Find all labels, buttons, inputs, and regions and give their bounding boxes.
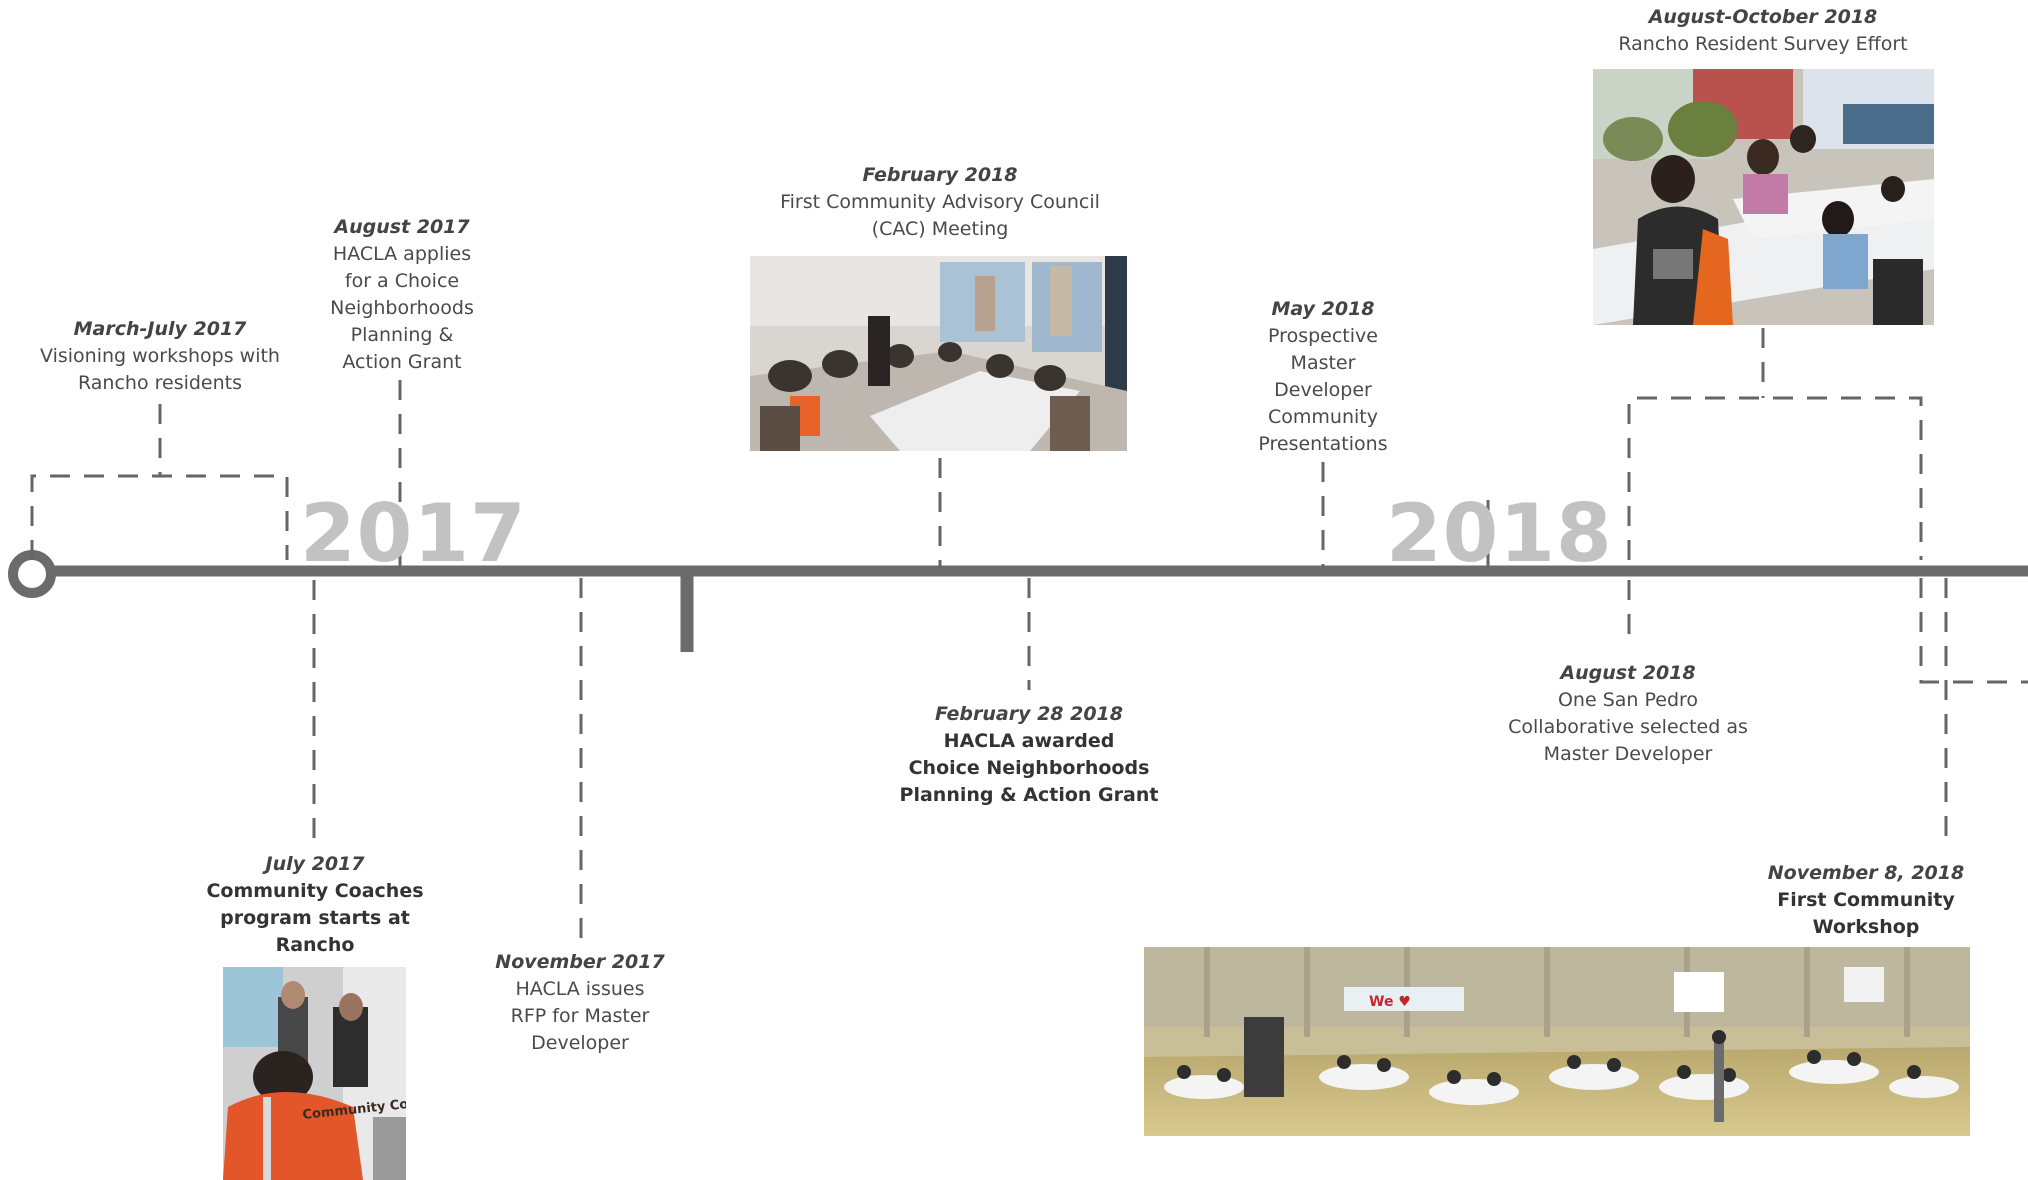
workshop-banner-text: We ♥ xyxy=(1369,994,1411,1010)
event-text-line: Master Developer xyxy=(1543,743,1713,765)
event-date: August 2017 xyxy=(334,216,470,238)
event-nov8-2018: November 8, 2018 First Community Worksho… xyxy=(1746,860,1986,941)
event-text-line: Planning & Action Grant xyxy=(899,784,1159,806)
event-text-line: One San Pedro xyxy=(1557,689,1699,711)
timeline-start-marker xyxy=(8,550,56,598)
event-text-line: RFP for Master xyxy=(510,1005,650,1027)
event-date: May 2018 xyxy=(1271,298,1375,320)
event-text-line: Choice Neighborhoods xyxy=(908,757,1150,779)
event-aug-oct-2018: August-October 2018 Rancho Resident Surv… xyxy=(1583,4,1943,58)
photo-resident-survey xyxy=(1593,69,1934,325)
event-text-line: program starts at xyxy=(220,907,410,929)
event-text-line: Action Grant xyxy=(342,351,462,373)
event-text-line: Presentations xyxy=(1258,433,1388,455)
event-text-line: for a Choice xyxy=(344,270,460,292)
event-may-2018: May 2018 Prospective Master Developer Co… xyxy=(1233,296,1413,458)
connector-right-edge xyxy=(1919,578,2028,684)
event-date: March-July 2017 xyxy=(73,318,247,340)
event-text-line: Community xyxy=(1268,406,1378,428)
photo-cac-meeting xyxy=(750,256,1127,451)
event-date: November 8, 2018 xyxy=(1767,862,1965,884)
event-text-line: Developer xyxy=(531,1032,629,1054)
event-text-line: Community Coaches xyxy=(206,880,424,902)
event-feb-2018: February 2018 First Community Advisory C… xyxy=(760,162,1120,243)
event-text-line: Master xyxy=(1290,352,1356,374)
event-text-line: Rancho xyxy=(275,934,355,956)
event-text-line: HACLA applies xyxy=(332,243,472,265)
event-date: November 2017 xyxy=(495,951,665,973)
event-text-line: Collaborative selected as xyxy=(1508,716,1748,738)
event-date: August-October 2018 xyxy=(1648,6,1878,28)
event-text-line: Rancho Resident Survey Effort xyxy=(1618,33,1908,55)
event-aug-2017: August 2017 HACLA applies for a Choice N… xyxy=(300,214,504,376)
event-date: February 2018 xyxy=(862,164,1018,186)
event-nov-2017: November 2017 HACLA issues RFP for Maste… xyxy=(480,949,680,1057)
event-text-line: HACLA issues xyxy=(515,978,645,1000)
photo-community-workshop: We ♥ xyxy=(1144,947,1970,1136)
year-2018-label: 2018 xyxy=(1386,487,1613,580)
event-text-line: First Community xyxy=(1777,889,1955,911)
connector-mar-jul-2017 xyxy=(30,474,289,560)
photo-community-coach: Community Coach xyxy=(223,967,406,1180)
event-mar-jul-2017: March-July 2017 Visioning workshops with… xyxy=(30,316,290,397)
event-text-line: Developer xyxy=(1274,379,1372,401)
year-2017-label: 2017 xyxy=(300,487,527,580)
event-feb28-2018: February 28 2018 HACLA awarded Choice Ne… xyxy=(884,701,1174,809)
event-text-line: Neighborhoods xyxy=(330,297,474,319)
event-text-line: HACLA awarded xyxy=(943,730,1115,752)
event-text-line: Planning & xyxy=(350,324,454,346)
event-aug-2018: August 2018 One San Pedro Collaborative … xyxy=(1488,660,1768,768)
event-date: August 2018 xyxy=(1560,662,1696,684)
event-text-line: Rancho residents xyxy=(77,372,243,394)
event-text-line: Workshop xyxy=(1812,916,1920,938)
event-date: February 28 2018 xyxy=(934,703,1123,725)
event-date: July 2017 xyxy=(265,853,365,875)
event-text-line: First Community Advisory Council xyxy=(780,191,1100,213)
event-text-line: Prospective xyxy=(1268,325,1378,347)
event-text-line: (CAC) Meeting xyxy=(871,218,1009,240)
event-text-line: Visioning workshops with xyxy=(40,345,280,367)
event-jul-2017: July 2017 Community Coaches program star… xyxy=(204,851,426,959)
connector-aug-oct-2018 xyxy=(1627,396,1923,560)
